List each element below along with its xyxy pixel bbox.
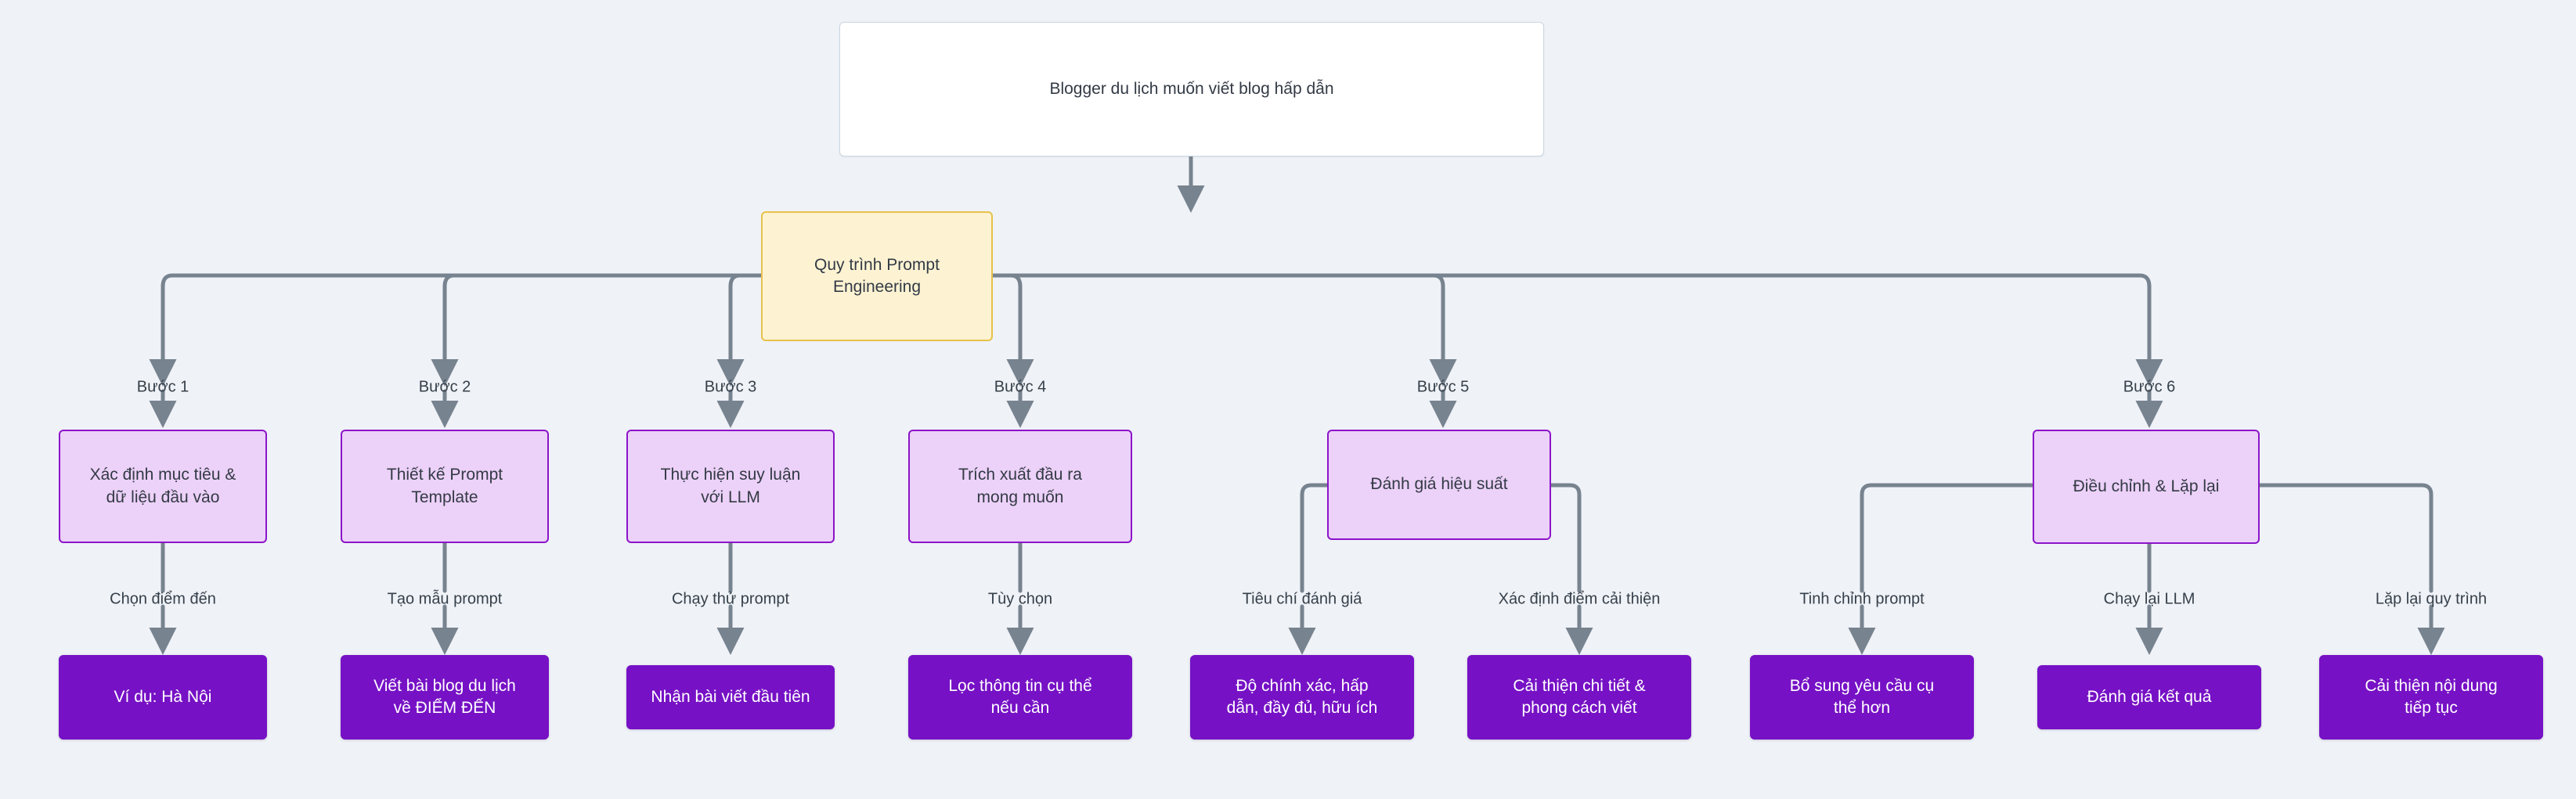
step-node-2[interactable]: Thiết kế Prompt Template: [341, 430, 549, 543]
leaf-node-6-1[interactable]: Bổ sung yêu cầu cụ thể hơn: [1750, 655, 1974, 740]
edge-label-leaf-1-1: Chọn điểm đến: [110, 590, 216, 608]
edge-label-leaf-2-1: Tạo mẫu prompt: [387, 590, 503, 608]
leaf-node-3-1[interactable]: Nhận bài viết đầu tiên: [626, 665, 835, 729]
leaf-node-5-2[interactable]: Cải thiện chi tiết & phong cách viết: [1467, 655, 1691, 740]
step-node-6[interactable]: Điều chỉnh & Lặp lại: [2033, 430, 2260, 544]
edge-label-step-4: Bước 4: [994, 378, 1047, 396]
step-node-5[interactable]: Đánh giá hiệu suất: [1327, 430, 1551, 540]
edge-label-leaf-3-1: Chạy thử prompt: [671, 590, 790, 608]
leaf-node-5-1[interactable]: Độ chính xác, hấp dẫn, đầy đủ, hữu ích: [1190, 655, 1414, 740]
edge-label-leaf-5-2: Xác định điểm cải thiện: [1498, 590, 1661, 608]
edge-label-step-6: Bước 6: [2123, 378, 2176, 396]
edge-label-leaf-6-3: Lặp lại quy trình: [2375, 590, 2488, 608]
root-node[interactable]: Blogger du lịch muốn viết blog hấp dẫn: [839, 22, 1544, 157]
leaf-node-2-1[interactable]: Viết bài blog du lịch về ĐIỂM ĐẾN: [341, 655, 549, 740]
leaf-node-6-2[interactable]: Đánh giá kết quả: [2037, 665, 2261, 729]
edge-label-leaf-6-2: Chạy lại LLM: [2103, 590, 2195, 608]
leaf-node-1-1[interactable]: Ví dụ: Hà Nội: [59, 655, 267, 740]
process-node[interactable]: Quy trình Prompt Engineering: [761, 211, 993, 341]
edge-label-step-1: Bước 1: [136, 378, 189, 396]
edge-label-step-2: Bước 2: [418, 378, 471, 396]
edge-label-leaf-5-1: Tiêu chí đánh giá: [1242, 590, 1362, 608]
edge-label-step-3: Bước 3: [704, 378, 757, 396]
step-node-1[interactable]: Xác định mục tiêu & dữ liệu đầu vào: [59, 430, 267, 543]
edge-label-step-5: Bước 5: [1416, 378, 1470, 396]
step-node-3[interactable]: Thực hiện suy luận với LLM: [626, 430, 835, 543]
edge-label-leaf-4-1: Tùy chọn: [987, 590, 1053, 608]
step-node-4[interactable]: Trích xuất đầu ra mong muốn: [908, 430, 1132, 543]
leaf-node-6-3[interactable]: Cải thiện nội dung tiếp tục: [2319, 655, 2543, 740]
edge-label-leaf-6-1: Tinh chỉnh prompt: [1799, 590, 1925, 608]
leaf-node-4-1[interactable]: Lọc thông tin cụ thể nếu cần: [908, 655, 1132, 740]
